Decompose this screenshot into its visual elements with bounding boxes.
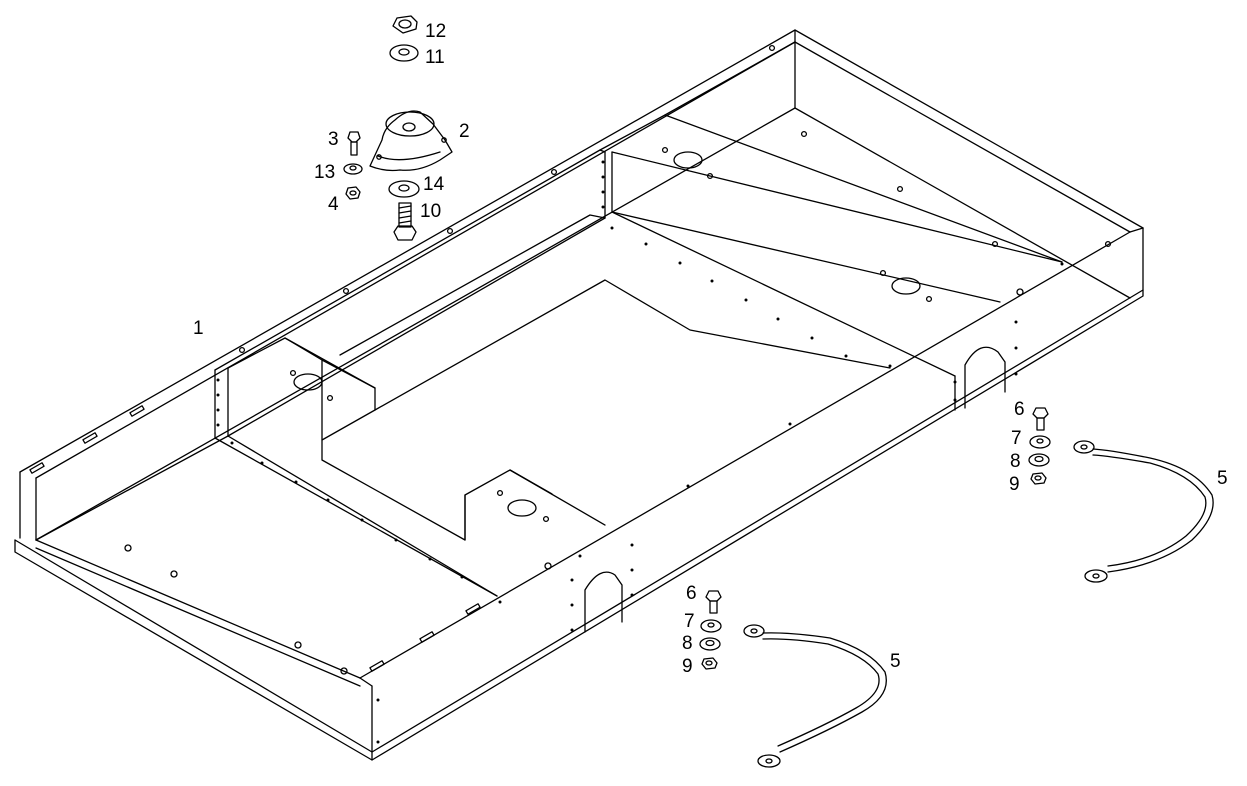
rubber-mount-part-2 xyxy=(369,110,453,172)
callout-4: 4 xyxy=(328,194,339,215)
nut-part-9-right xyxy=(1030,472,1047,485)
bolt-part-6-right xyxy=(1032,407,1049,431)
callout-7-lower: 7 xyxy=(684,611,695,632)
callout-1: 1 xyxy=(193,318,204,339)
callout-6-right: 6 xyxy=(1014,399,1025,420)
washer-part-8-right xyxy=(1028,453,1050,467)
washer-part-7-right xyxy=(1029,435,1051,449)
nut-part-12 xyxy=(392,15,418,34)
callout-14: 14 xyxy=(423,174,445,195)
callout-8-lower: 8 xyxy=(682,633,693,654)
callout-13: 13 xyxy=(314,162,336,183)
bolt-part-6-lower xyxy=(705,590,722,614)
nut-part-4 xyxy=(345,186,361,200)
callout-8-right: 8 xyxy=(1010,451,1021,472)
callout-12: 12 xyxy=(425,21,447,42)
callout-2: 2 xyxy=(459,121,470,142)
callout-9-lower: 9 xyxy=(682,656,693,677)
washer-part-13 xyxy=(343,163,363,175)
callout-5-right: 5 xyxy=(1217,468,1228,489)
callout-3: 3 xyxy=(328,129,339,150)
callout-6-lower: 6 xyxy=(686,583,697,604)
washer-part-11 xyxy=(389,44,419,62)
tray-frame-part-1 xyxy=(14,29,1144,761)
bolt-part-10 xyxy=(393,202,417,241)
washer-part-7-lower xyxy=(700,619,722,633)
callout-5-lower: 5 xyxy=(890,651,901,672)
callout-10: 10 xyxy=(420,201,442,222)
washer-part-8-lower xyxy=(699,637,721,651)
callout-9-right: 9 xyxy=(1009,474,1020,495)
washer-part-14 xyxy=(388,180,420,198)
bolt-part-3 xyxy=(347,131,361,156)
callout-7-right: 7 xyxy=(1011,428,1022,449)
rivet-row-left xyxy=(216,160,1064,744)
ground-strap-part-5-lower xyxy=(743,624,887,768)
ground-strap-part-5-right xyxy=(1073,440,1214,583)
nut-part-9-lower xyxy=(701,657,718,670)
callout-11: 11 xyxy=(425,47,445,68)
